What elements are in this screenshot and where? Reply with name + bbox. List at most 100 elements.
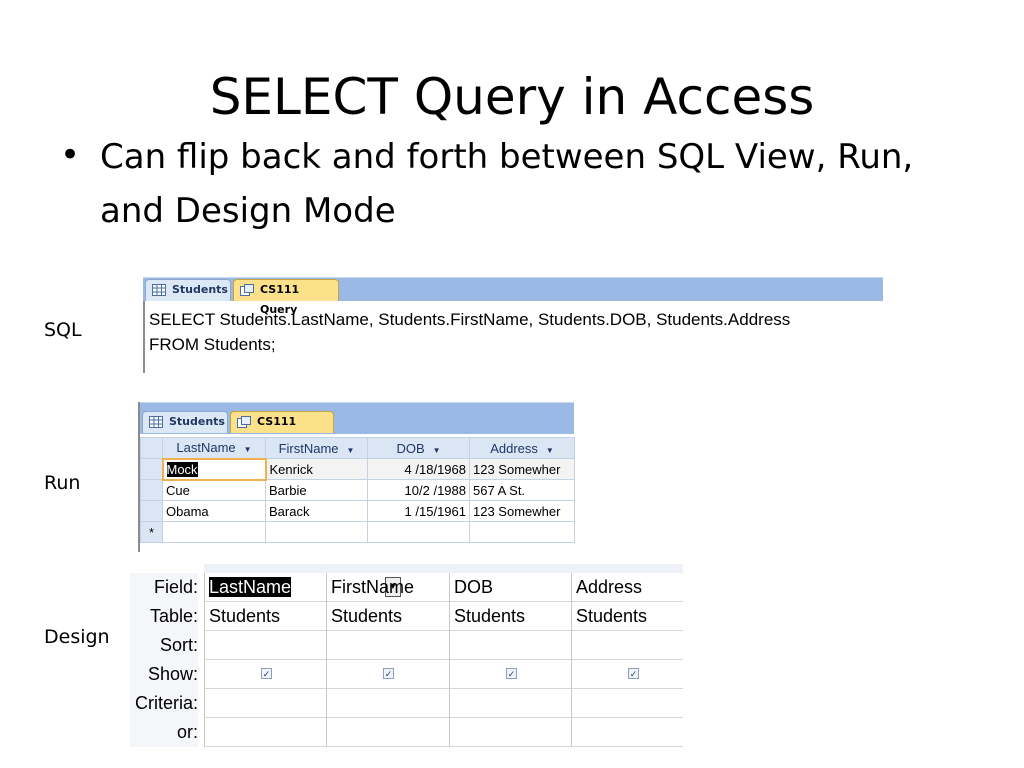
design-cell[interactable]: Students [571,602,683,631]
design-cell[interactable]: Students [326,602,449,631]
design-row: Sort: [130,631,683,660]
design-cell[interactable]: Address [571,573,683,602]
field-name: LastName [209,577,292,597]
design-grid-header [204,564,683,573]
field-name: DOB [454,577,494,597]
tab-query-label: CS111 Query [260,283,300,316]
table-cell[interactable] [469,521,575,543]
table-cell[interactable]: 10/2 /1988 [367,479,470,501]
design-row: or: [130,718,683,747]
query-icon [240,284,254,296]
design-cell[interactable]: DOB [449,573,572,602]
table-cell[interactable] [367,521,470,543]
design-cell[interactable] [326,631,449,660]
design-cell[interactable] [204,689,327,718]
chevron-down-icon[interactable]: ▼ [545,445,554,455]
row-selector[interactable] [140,500,163,522]
design-cell[interactable]: LastName ▼ [204,573,401,602]
design-row: Show:✓✓✓✓ [130,660,683,689]
bullet-text: Can flip back and forth between SQL View… [100,137,914,231]
table-cell[interactable] [162,521,266,543]
design-cell[interactable] [449,631,572,660]
design-row: Field: LastName ▼FirstName DOB Address [130,573,683,602]
design-cell[interactable]: ✓ [571,660,683,689]
sql-view-editor[interactable]: SELECT Students.LastName, Students.First… [143,301,883,373]
table-cell[interactable]: 4 /18/1968 [367,458,470,480]
new-record-marker[interactable]: * [140,521,163,543]
design-cell[interactable] [449,718,572,747]
design-row-label: Sort: [130,631,198,660]
show-checkbox[interactable]: ✓ [383,668,394,679]
column-header-lastname[interactable]: LastName▼ [162,437,266,459]
table-icon [152,284,166,296]
design-row-label: Criteria: [130,689,198,718]
show-checkbox[interactable]: ✓ [628,668,639,679]
column-header-dob[interactable]: DOB▼ [367,437,470,459]
design-cell[interactable]: Students [449,602,572,631]
table-row: Cue Barbie 10/2 /1988 567 A St. [140,479,575,501]
table-cell[interactable] [265,521,368,543]
design-cell[interactable]: ✓ [204,660,327,689]
design-row-label: Table: [130,602,198,631]
design-cell[interactable]: Students [204,602,327,631]
show-checkbox[interactable]: ✓ [506,668,517,679]
show-checkbox[interactable]: ✓ [261,668,272,679]
tab-students-label: Students [172,283,228,296]
sql-label: SQL [44,319,82,341]
design-cell[interactable] [571,689,683,718]
design-cell[interactable] [449,689,572,718]
design-cell[interactable] [204,631,327,660]
design-cell[interactable] [571,631,683,660]
run-tab-students[interactable]: Students [142,411,228,433]
chevron-down-icon[interactable]: ▼ [243,445,252,455]
design-cell[interactable]: ✓ [326,660,449,689]
table-cell[interactable]: Obama [162,500,266,522]
chevron-down-icon[interactable]: ▼ [385,577,401,597]
run-label: Run [44,472,81,494]
datasheet-header-row: LastName▼ FirstName ▼ DOB▼ Address▼ [140,437,575,459]
design-label: Design [44,626,110,648]
datasheet-grid: LastName▼ FirstName ▼ DOB▼ Address▼ Mock … [140,437,575,543]
design-cell[interactable] [204,718,327,747]
table-row: Obama Barack 1 /15/1961 123 Somewher [140,500,575,522]
design-row: Criteria: [130,689,683,718]
design-row-label: Field: [130,573,198,602]
run-tab-students-label: Students [169,415,225,428]
row-selector[interactable] [140,458,163,480]
field-name: Address [576,577,643,597]
column-header-label: FirstName [278,440,339,456]
design-cell[interactable]: ✓ [449,660,572,689]
select-all-corner[interactable] [140,437,163,459]
table-cell[interactable]: Barack [265,500,368,522]
table-cell[interactable]: 567 A St. [469,479,575,501]
design-cell[interactable] [571,718,683,747]
design-cell[interactable] [326,689,449,718]
slide-title: SELECT Query in Access [209,68,815,126]
row-selector[interactable] [140,479,163,501]
sql-line-1: SELECT Students.LastName, Students.First… [149,310,791,329]
design-cell[interactable]: FirstName [326,573,449,602]
table-cell[interactable]: Barbie [265,479,368,501]
table-cell[interactable]: 123 Somewher [469,500,575,522]
table-row: Mock Kenrick 4 /18/1968 123 Somewher [140,457,575,481]
sql-line-2: FROM Students; [149,335,276,354]
tab-students[interactable]: Students [145,279,231,301]
chevron-down-icon[interactable]: ▼ [346,445,355,455]
chevron-down-icon[interactable]: ▼ [432,445,441,455]
table-cell[interactable]: Cue [162,479,266,501]
cell-text-selected: Mock [166,461,198,477]
sql-tab-strip: Students CS111 Query [143,277,883,316]
table-cell[interactable]: 1 /15/1961 [367,500,470,522]
column-header-firstname[interactable]: FirstName ▼ [265,437,368,459]
table-cell[interactable]: Mock [161,457,267,481]
column-header-address[interactable]: Address▼ [469,437,575,459]
new-record-row: * [140,521,575,543]
design-cell[interactable] [326,718,449,747]
table-cell[interactable]: Kenrick [265,458,368,480]
field-name: FirstName [331,577,415,597]
table-icon [149,416,163,428]
run-tab-cs111-query[interactable]: CS111 Query [230,411,334,448]
tab-cs111-query[interactable]: CS111 Query [233,279,339,316]
table-cell[interactable]: 123 Somewher [469,458,575,480]
